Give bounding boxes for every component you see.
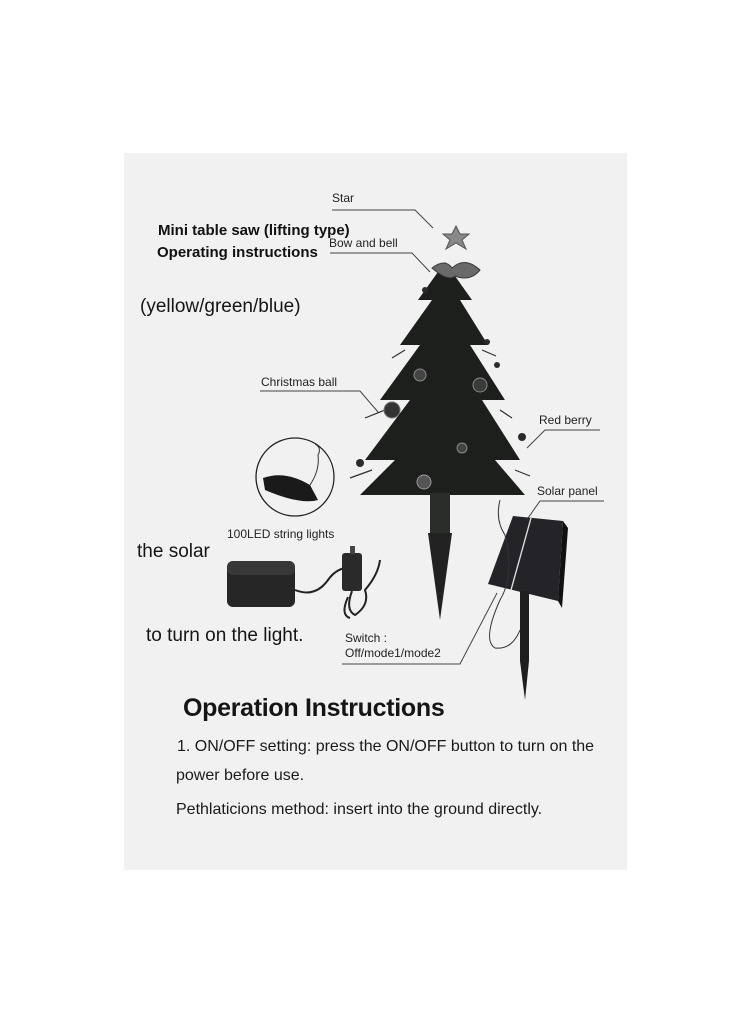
callout-bow-and-bell: Bow and bell [329,236,398,250]
callout-christmas-ball: Christmas ball [261,375,338,389]
solar-panel-icon [488,499,568,700]
star-icon [441,224,471,251]
product-subtitle: Operating instructions [157,244,318,261]
note-turn-on-light: to turn on the light. [146,625,304,646]
instruction-line-2: power before use. [176,767,305,784]
instruction-line-1: 1. ON/OFF setting: press the ON/OFF butt… [177,738,595,755]
color-options-note: (yellow/green/blue) [140,296,301,317]
red-berry-icon [356,287,526,467]
instruction-line-3: Pethlaticions method: insert into the gr… [176,801,543,818]
callout-switch-label: Switch : [345,631,388,645]
switch-icon [342,553,362,591]
callout-string-lights: 100LED string lights [227,527,335,541]
note-the-solar: the solar [137,541,210,562]
bow-and-bell-icon [431,262,481,279]
instruction-sheet [124,153,627,870]
product-title: Mini table saw (lifting type) [158,222,350,239]
christmas-ball-icon [383,368,488,490]
callout-star: Star [332,191,355,205]
callout-solar-panel: Solar panel [537,484,598,498]
callout-switch-modes: Off/mode1/mode2 [345,646,441,660]
christmas-tree-icon [349,262,531,620]
battery-box-icon [227,546,381,619]
string-lights-icon [255,437,335,517]
callout-lines [260,209,604,665]
callout-red-berry: Red berry [539,413,592,427]
operation-instructions-heading: Operation Instructions [183,694,445,722]
